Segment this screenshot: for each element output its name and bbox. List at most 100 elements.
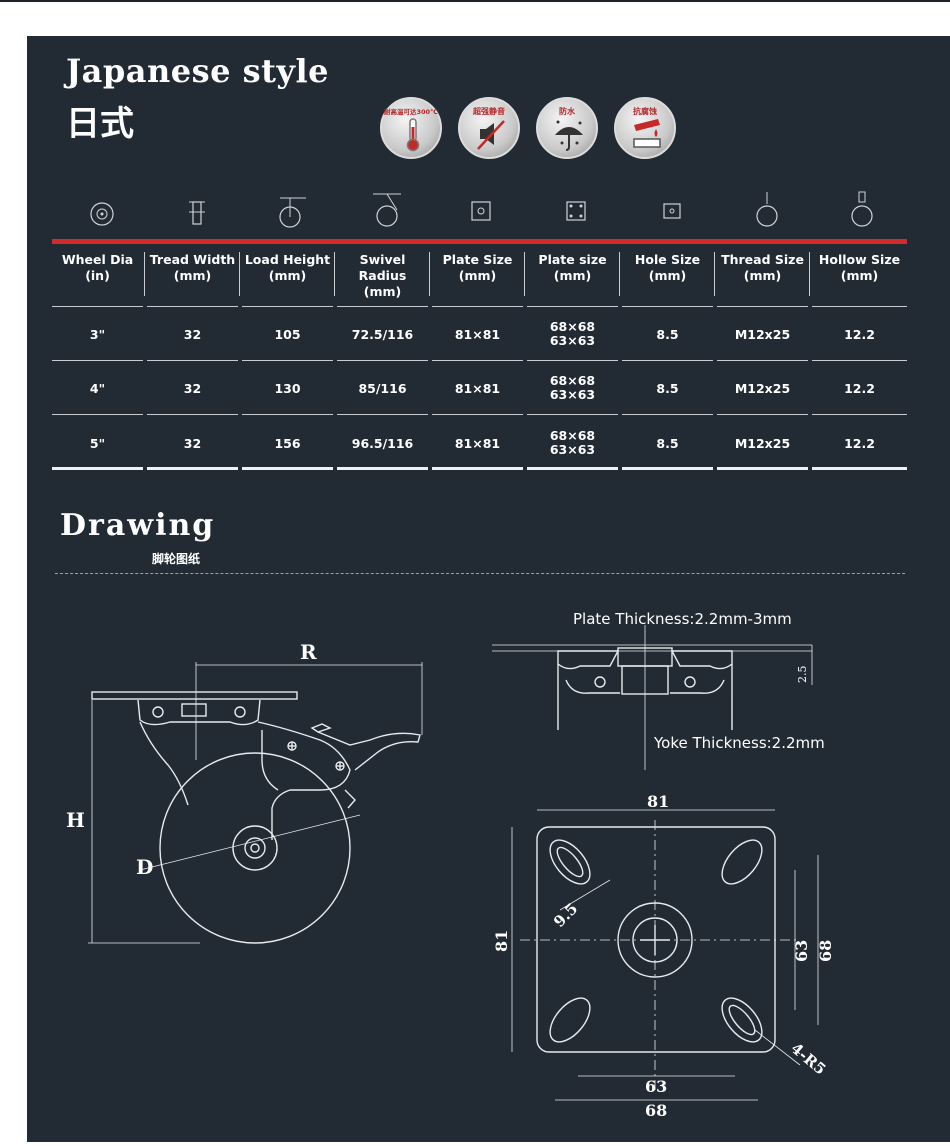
cell-hollow-size: 12.2 — [844, 436, 875, 451]
mute-speaker-icon — [477, 120, 505, 150]
column-icon-row — [52, 188, 907, 236]
cell-tread-width: 32 — [183, 381, 202, 396]
top-rule — [0, 0, 950, 2]
hollow-size-icon — [851, 191, 873, 227]
cell-swivel-radius: 72.5/116 — [351, 327, 414, 342]
row-separator — [717, 360, 808, 361]
row-separator — [432, 414, 523, 415]
dim-r5-label: 4-R5 — [787, 1039, 829, 1078]
yoke-thickness-note: Yoke Thickness:2.2mm — [653, 734, 825, 752]
table-bottom-rule — [52, 467, 143, 470]
dim-63-bottom-label: 63 — [645, 1077, 667, 1096]
row-separator — [527, 360, 618, 361]
header-divider — [334, 252, 335, 296]
plate-thickness-note: Plate Thickness:2.2mm-3mm — [573, 610, 792, 628]
column-header-tread-width: Tread Width(mm) — [149, 252, 236, 283]
cell-plate-size: 81×81 — [454, 436, 501, 451]
badge-heat-resistant: 耐高温可达300℃ — [380, 97, 442, 159]
column-header-swivel-radius: Swivel Radius(mm) — [358, 252, 407, 299]
drawing-divider — [55, 573, 905, 574]
row-separator — [622, 360, 713, 361]
plate-size-icon — [471, 201, 491, 221]
header-divider — [239, 252, 240, 296]
drawing-subtitle: 脚轮图纸 — [152, 552, 201, 566]
row-separator — [147, 306, 238, 307]
row-separator — [812, 360, 907, 361]
thread-size-icon — [756, 192, 778, 227]
cell-wheel-dia: 3" — [89, 327, 106, 342]
cell-hole-size: 8.5 — [656, 381, 679, 396]
table-bottom-rule — [242, 467, 333, 470]
table-bottom-rule — [622, 467, 713, 470]
row-separator — [147, 414, 238, 415]
dim-81-left-label: 81 — [492, 930, 511, 952]
corrosion-drop-icon — [633, 119, 661, 148]
row-separator — [337, 360, 428, 361]
dim-2-5-label: 2.5 — [796, 666, 809, 684]
column-header-wheel-dia: Wheel Dia(in) — [61, 252, 134, 283]
badge-label: 抗腐蚀 — [633, 107, 657, 116]
row-separator — [812, 306, 907, 307]
tread-width-icon — [189, 201, 205, 225]
caster-side-view — [88, 662, 423, 944]
hole-size-icon — [663, 203, 681, 219]
header-divider — [429, 252, 430, 296]
plate-section-view — [492, 625, 813, 770]
header-divider — [144, 252, 145, 296]
table-bottom-rule — [337, 467, 428, 470]
badge-label: 防水 — [559, 107, 575, 116]
row-separator — [242, 414, 333, 415]
row-separator — [147, 360, 238, 361]
table-bottom-rule — [432, 467, 523, 470]
row-separator — [527, 306, 618, 307]
cell-hole-size: 8.5 — [656, 327, 679, 342]
badge-silent: 超强静音 — [458, 97, 520, 159]
row-separator — [242, 360, 333, 361]
load-height-icon — [279, 197, 306, 228]
umbrella-rain-icon — [555, 120, 583, 151]
drawing-title: Drawing — [60, 508, 216, 543]
row-separator — [527, 414, 618, 415]
page-title: Japanese style — [66, 52, 330, 90]
row-separator — [622, 414, 713, 415]
badge-label: 耐高温可达300℃ — [384, 108, 438, 116]
row-separator — [337, 414, 428, 415]
header-divider — [809, 252, 810, 296]
row-separator — [432, 360, 523, 361]
cell-load-height: 105 — [274, 327, 301, 342]
thermometer-icon — [406, 118, 420, 152]
plate-top-view — [511, 809, 819, 1101]
row-separator — [812, 414, 907, 415]
column-header-hollow-size: Hollow Size(mm) — [818, 252, 901, 283]
cell-swivel-radius: 85/116 — [358, 381, 407, 396]
badge-waterproof: 防水 — [536, 97, 598, 159]
table-bottom-rule — [717, 467, 808, 470]
dim-68-right-label: 68 — [816, 940, 835, 962]
row-separator — [337, 306, 428, 307]
row-separator — [242, 306, 333, 307]
table-bottom-rule — [812, 467, 907, 470]
cell-load-height: 156 — [274, 436, 301, 451]
cell-hole-size: 8.5 — [656, 436, 679, 451]
cell-load-height: 130 — [274, 381, 301, 396]
table-accent-bar — [52, 239, 907, 244]
column-header-hole-size: Hole Size(mm) — [634, 252, 701, 283]
row-separator — [622, 306, 713, 307]
plate-size-holes-icon — [566, 201, 586, 221]
swivel-radius-icon — [373, 193, 401, 227]
header-divider — [524, 252, 525, 296]
wheel-dia-icon — [90, 202, 114, 226]
row-separator — [52, 306, 143, 307]
column-header-plate-size: Plate Size(mm) — [442, 252, 513, 283]
header-divider — [619, 252, 620, 296]
cell-tread-width: 32 — [183, 436, 202, 451]
column-header-thread-size: Thread Size(mm) — [721, 252, 804, 283]
row-separator — [717, 414, 808, 415]
cell-hollow-size: 12.2 — [844, 327, 875, 342]
table-bottom-rule — [147, 467, 238, 470]
cell-thread-size: M12x25 — [734, 327, 791, 342]
badge-label: 超强静音 — [473, 107, 505, 116]
